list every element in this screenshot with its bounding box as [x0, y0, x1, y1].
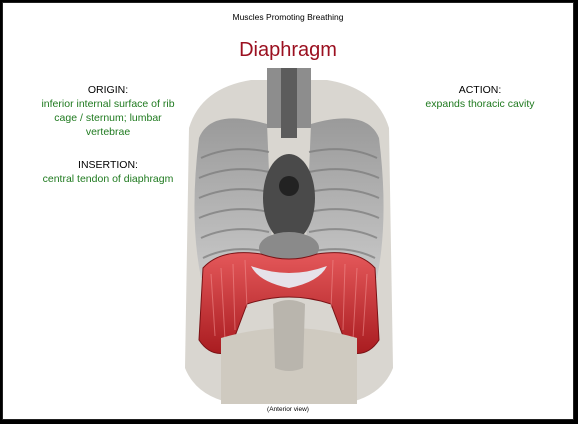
slide: Muscles Promoting Breathing Diaphragm OR…: [2, 2, 574, 420]
figure-caption: (Anterior view): [3, 406, 573, 413]
insertion-heading: INSERTION:: [33, 158, 183, 172]
diaphragm-anatomy-illustration: [181, 68, 397, 406]
action-block: ACTION: expands thoracic cavity: [405, 83, 555, 111]
insertion-block: INSERTION: central tendon of diaphragm: [33, 158, 183, 186]
origin-heading: ORIGIN:: [33, 83, 183, 97]
origin-block: ORIGIN: inferior internal surface of rib…: [33, 83, 183, 139]
action-text: expands thoracic cavity: [405, 97, 555, 111]
insertion-text: central tendon of diaphragm: [33, 172, 183, 186]
action-heading: ACTION:: [405, 83, 555, 97]
slide-topic: Muscles Promoting Breathing: [3, 12, 573, 22]
slide-title: Diaphragm: [3, 39, 573, 62]
origin-text: inferior internal surface of rib cage / …: [33, 97, 183, 139]
